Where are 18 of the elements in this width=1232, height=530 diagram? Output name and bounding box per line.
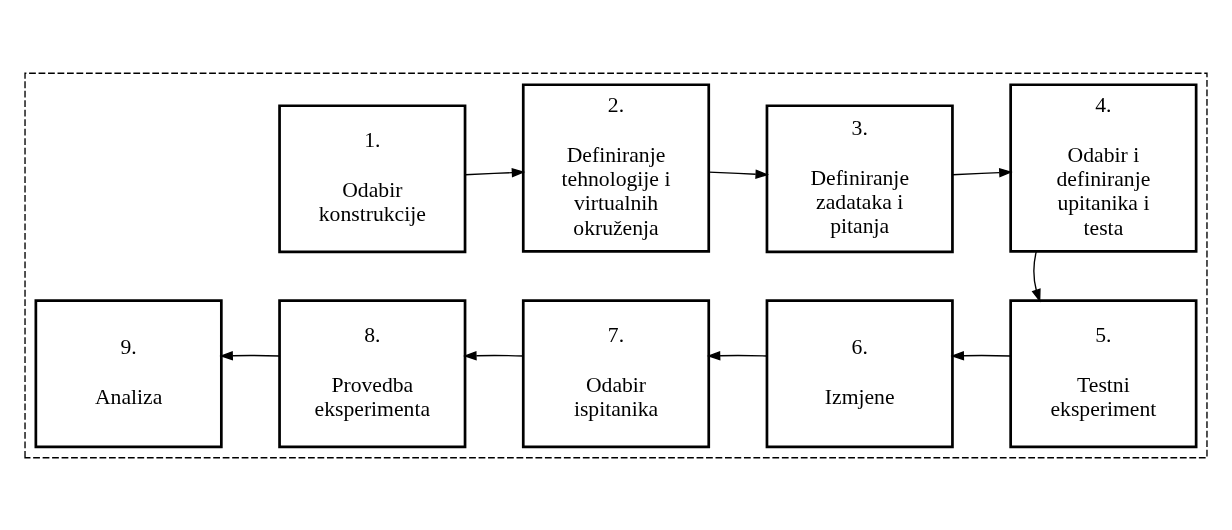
arrow: [463, 350, 524, 360]
node-box: 6. Izmjene: [765, 298, 954, 448]
arrow: [708, 169, 769, 179]
node-box: 8. Provedba eksperimenta: [278, 298, 467, 448]
arrow: [1031, 250, 1041, 303]
arrow: [464, 167, 526, 177]
arrow: [219, 350, 281, 360]
node-box: 5. Testni eksperiment: [1009, 298, 1198, 448]
arrow: [951, 167, 1013, 177]
node-box: 3. Definiranje zadataka i pitanja: [765, 103, 954, 253]
node-box: 2. Definiranje tehnologije i virtualnih okruženja: [521, 82, 711, 253]
arrow: [706, 350, 768, 360]
node-box: 7. Odabir ispitanika: [521, 298, 711, 448]
node-box: 1. Odabir konstrukcije: [278, 103, 467, 253]
node-box: 9. Analiza: [34, 298, 223, 448]
node-box: 4. Odabir i definiranje upitanika i testa: [1009, 82, 1198, 253]
arrow: [950, 350, 1012, 360]
cluster: [24, 72, 1208, 458]
